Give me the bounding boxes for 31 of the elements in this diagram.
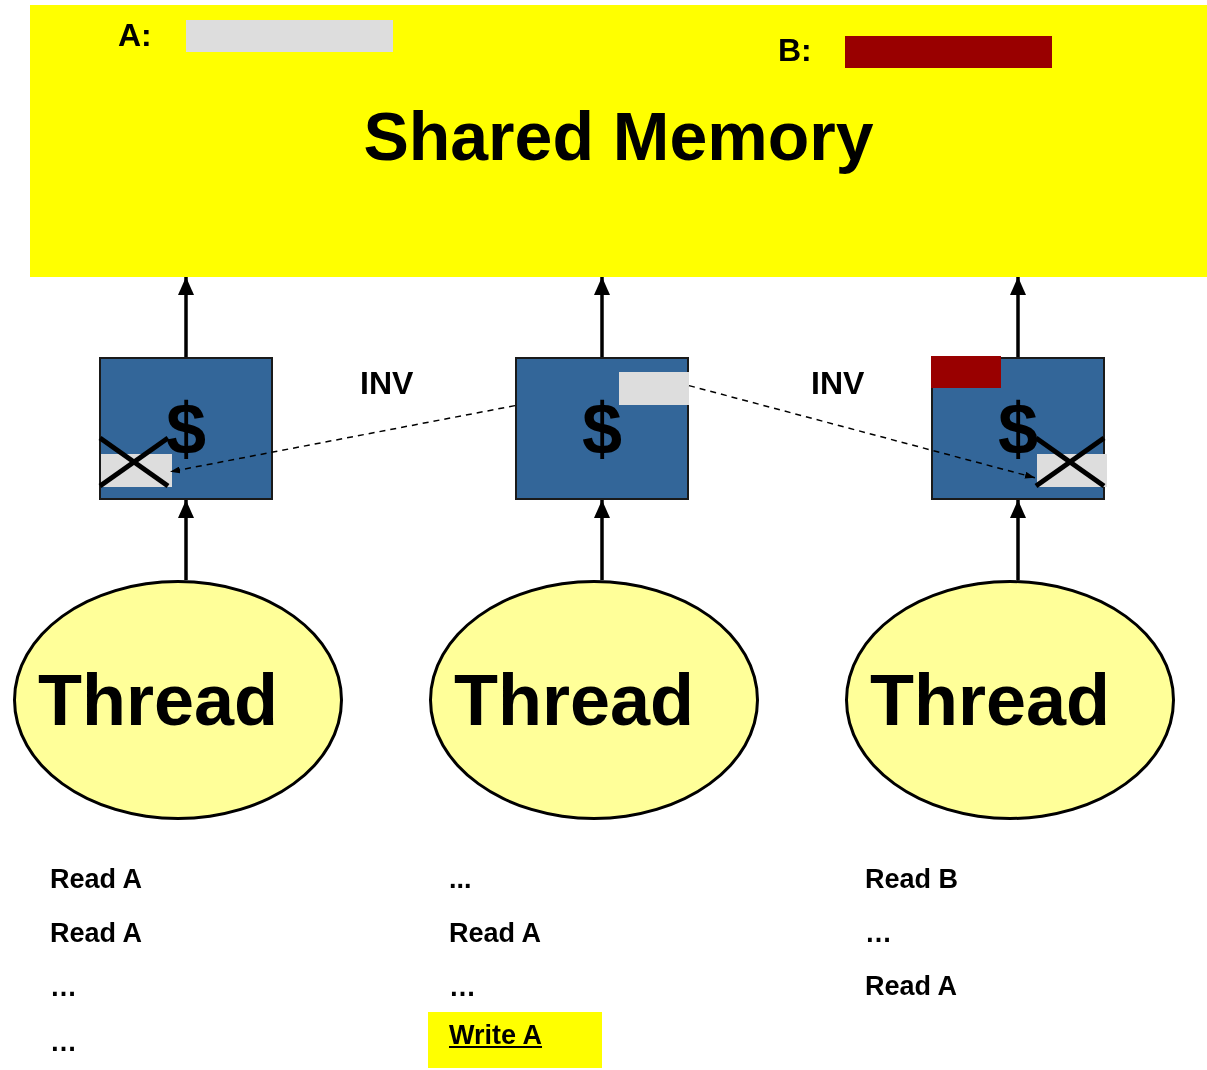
arrow bbox=[594, 277, 610, 357]
variable-label: A: bbox=[118, 17, 152, 54]
arrow bbox=[178, 500, 194, 580]
thread-label: Thread bbox=[869, 659, 1110, 741]
code-line: ... bbox=[449, 864, 472, 895]
dashed-arrow bbox=[688, 384, 1036, 479]
cache-box bbox=[515, 357, 689, 500]
code-line: Read A bbox=[449, 918, 542, 949]
code-line: Read A bbox=[50, 864, 143, 895]
memory-box bbox=[30, 5, 1207, 277]
arrow bbox=[178, 277, 194, 357]
code-line: Read B bbox=[865, 864, 959, 895]
arrow bbox=[1010, 500, 1026, 580]
cache-symbol: $ bbox=[581, 387, 622, 470]
code-line: … bbox=[50, 1027, 77, 1058]
code-line: Read A bbox=[865, 971, 958, 1002]
thread-label: Thread bbox=[453, 659, 694, 741]
thread-label: Thread bbox=[37, 659, 278, 741]
cache-symbol: $ bbox=[165, 387, 206, 470]
memory-title: Shared Memory bbox=[363, 97, 874, 175]
cache-box bbox=[99, 357, 273, 500]
cache-symbol: $ bbox=[997, 387, 1038, 470]
code-line: … bbox=[449, 972, 476, 1003]
arrow bbox=[594, 500, 610, 580]
variable-label: B: bbox=[778, 32, 812, 69]
code-line: … bbox=[865, 918, 892, 949]
cache-box bbox=[931, 357, 1105, 500]
arrow bbox=[1010, 277, 1026, 357]
code-line: … bbox=[50, 972, 77, 1003]
code-line: Read A bbox=[50, 918, 143, 949]
dashed-arrow bbox=[169, 404, 516, 474]
